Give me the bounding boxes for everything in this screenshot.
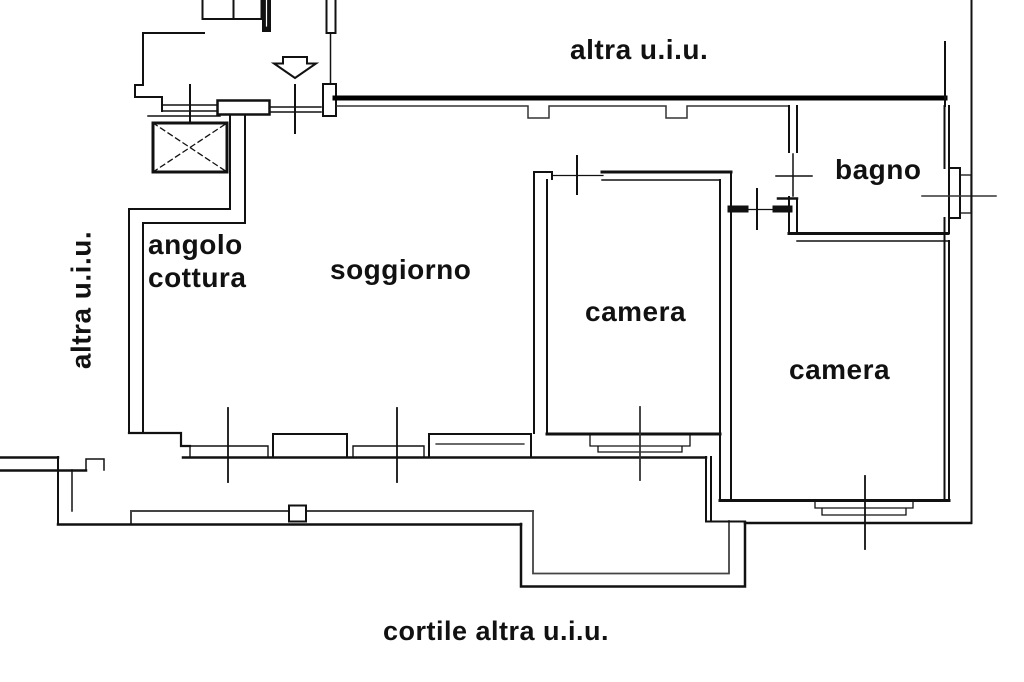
hall-door bbox=[727, 188, 793, 230]
label-bedroom-1: camera bbox=[585, 296, 687, 327]
window-d bbox=[814, 500, 914, 516]
label-other-unit-left: altra u.i.u. bbox=[65, 230, 97, 370]
railing-post bbox=[288, 504, 307, 523]
upper-window bbox=[325, 0, 337, 34]
shaft-crossed-box bbox=[151, 121, 229, 174]
bath-window-pane bbox=[959, 174, 972, 214]
bedroom-2-walls bbox=[718, 232, 951, 550]
label-courtyard: cortile altra u.i.u. bbox=[383, 616, 610, 646]
label-kitchen-line2: cottura bbox=[148, 262, 247, 293]
label-bathroom: bagno bbox=[835, 154, 922, 185]
courtyard-inner bbox=[532, 510, 730, 575]
label-bedroom-2: camera bbox=[789, 354, 891, 385]
label-living-room: soggiorno bbox=[330, 254, 472, 285]
pillar-2 bbox=[428, 433, 532, 458]
label-kitchen-line1: angolo bbox=[148, 229, 243, 260]
wall-notch bbox=[85, 458, 105, 471]
pillar-1 bbox=[272, 433, 348, 458]
closet-box bbox=[201, 0, 263, 20]
balcony-terrace bbox=[0, 456, 973, 588]
entrance-arrow-icon bbox=[270, 56, 320, 80]
entry-structure bbox=[134, 0, 337, 136]
window-a bbox=[189, 445, 269, 458]
balcony-step-wall bbox=[705, 456, 746, 523]
wall-block bbox=[216, 99, 271, 116]
label-other-unit-top: altra u.i.u. bbox=[570, 34, 709, 65]
window-b bbox=[352, 445, 425, 458]
kitchen-left-wall bbox=[127, 114, 246, 448]
courtyard-outer bbox=[519, 520, 747, 588]
bedroom-1-walls bbox=[533, 155, 733, 500]
top-boundary-wall bbox=[332, 95, 948, 119]
bathroom-walls bbox=[775, 41, 997, 242]
label-kitchen: angolo cottura bbox=[148, 228, 246, 294]
living-room-window-wall bbox=[181, 407, 708, 483]
bath-window-frame bbox=[948, 167, 961, 219]
